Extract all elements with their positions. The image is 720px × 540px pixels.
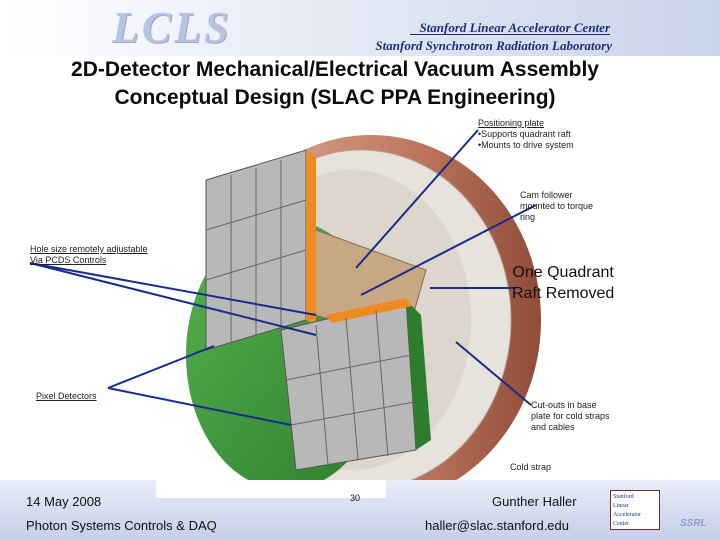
callout-cold-strap: Cold strap	[510, 462, 552, 472]
footer-date: 14 May 2008	[26, 494, 102, 509]
callout-cam-follower-line3: ring	[520, 212, 536, 222]
callout-positioning-plate-line3: •Mounts to drive system	[478, 140, 574, 150]
callout-pixel-detectors: Pixel Detectors	[36, 391, 97, 401]
page-number: 30	[350, 493, 361, 503]
callout-positioning-plate-line1: Positioning plate	[478, 118, 545, 128]
callout-one-quadrant: One Quadrant Raft Removed	[512, 262, 614, 304]
callout-hole-size-line2: Via PCDS Controls	[30, 255, 107, 265]
org-name-slac: Stanford Linear Accelerator Center	[419, 20, 610, 35]
callout-cam-follower: Cam follower mounted to torque ring	[520, 190, 593, 223]
slac-logo-line4: Center	[613, 521, 629, 527]
slac-logo-line1: Stanford	[613, 494, 634, 500]
slac-logo-line3: Accelerator	[613, 512, 641, 518]
detector-illustration: Positioning plate •Supports quadrant raf…	[16, 118, 706, 505]
slac-logo: Stanford Linear Accelerator Center	[610, 490, 660, 530]
slide-title: 2D-Detector Mechanical/Electrical Vacuum…	[0, 56, 670, 112]
footer-white-strip	[156, 480, 386, 498]
callout-positioning-plate-line2: •Supports quadrant raft	[478, 129, 571, 139]
callout-cutouts: Cut-outs in base plate for cold straps a…	[531, 400, 610, 433]
callout-hole-size-line1: Hole size remotely adjustable	[30, 244, 148, 254]
callout-positioning-plate: Positioning plate •Supports quadrant raf…	[478, 118, 574, 151]
raft-orange-edge	[306, 150, 316, 325]
footer-author: Gunther Haller	[492, 494, 577, 509]
raft-orange-top	[326, 298, 412, 323]
slide-title-line1: 2D-Detector Mechanical/Electrical Vacuum…	[71, 58, 599, 81]
footer-department: Photon Systems Controls & DAQ	[26, 518, 217, 533]
callout-hole-size: Hole size remotely adjustable Via PCDS C…	[30, 244, 148, 266]
footer-email: haller@slac.stanford.edu	[425, 518, 569, 533]
callout-cam-follower-line1: Cam follower	[520, 190, 573, 200]
pixel-tiles	[205, 160, 415, 466]
raft-green-edge	[406, 300, 431, 450]
callout-cam-follower-line2: mounted to torque	[520, 201, 594, 211]
ssrl-logo: SSRL	[680, 518, 707, 529]
callout-cutouts-line1: Cut-outs in base	[531, 400, 597, 410]
detector-assembly-drawing	[29, 129, 541, 505]
lcls-logo: LCLS	[112, 3, 232, 52]
header-divider	[410, 34, 610, 35]
slide-title-line2: Conceptual Design (SLAC PPA Engineering)	[114, 86, 556, 109]
callout-one-quadrant-line1: One Quadrant	[512, 264, 614, 281]
detector-raft-lower	[280, 299, 417, 471]
callout-cutouts-line2: plate for cold straps	[531, 411, 610, 421]
org-name-ssrl: Stanford Synchrotron Radiation Laborator…	[375, 38, 612, 53]
callout-one-quadrant-line2: Raft Removed	[512, 285, 615, 302]
slac-logo-line2: Linear	[613, 503, 629, 509]
callout-cutouts-line3: and cables	[531, 422, 575, 432]
callout-arrows	[29, 129, 537, 426]
header-band	[0, 0, 720, 56]
